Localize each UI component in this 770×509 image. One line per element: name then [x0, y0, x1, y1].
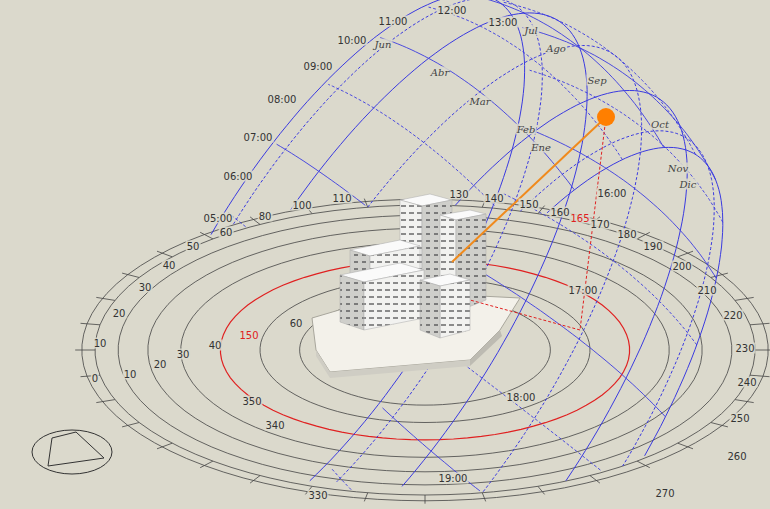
month-label: Mar	[469, 96, 492, 107]
angle-label: 270	[654, 488, 675, 499]
highlight-angle-label: 150	[238, 330, 259, 341]
angle-label: 200	[671, 261, 692, 272]
angle-label: 0	[91, 373, 99, 384]
angle-label: 170	[589, 219, 610, 230]
date-arc	[211, 0, 525, 481]
hour-line	[472, 266, 666, 417]
ground-ring	[82, 199, 768, 501]
angle-label: 60	[289, 318, 304, 329]
date-arc	[547, 147, 723, 455]
month-label: Abr	[430, 67, 450, 78]
angle-label: 40	[208, 340, 223, 351]
hour-line	[380, 38, 574, 190]
highlight-angle-label: 165	[569, 213, 590, 224]
angle-label: 10	[93, 338, 108, 349]
angle-label: 350	[241, 396, 262, 407]
date-arc	[233, 0, 542, 482]
angle-label: 20	[112, 308, 127, 319]
hour-label: 12:00	[437, 5, 468, 16]
angle-label: 110	[331, 193, 352, 204]
hour-label: 17:00	[568, 285, 599, 296]
angle-label: 100	[291, 200, 312, 211]
hour-line	[502, 2, 695, 155]
angle-label: 20	[153, 359, 168, 370]
angle-label: 80	[258, 211, 273, 222]
month-label: Sep	[586, 75, 607, 86]
hour-line	[429, 7, 623, 160]
angle-label: 230	[734, 343, 755, 354]
angle-label: 10	[123, 369, 138, 380]
hour-label: 05:00	[203, 213, 234, 224]
angle-label: 190	[642, 241, 663, 252]
compass-icon	[32, 430, 112, 474]
hour-label: 19:00	[438, 473, 469, 484]
angle-label: 50	[186, 241, 201, 252]
hour-line	[530, 70, 723, 222]
hour-label: 13:00	[488, 17, 519, 28]
month-label: Jun	[374, 39, 393, 50]
angle-label: 250	[729, 413, 750, 424]
angle-label: 180	[616, 229, 637, 240]
month-label: Oct	[650, 119, 670, 130]
month-label: Feb	[516, 124, 537, 135]
date-arc	[520, 131, 714, 466]
angle-label: 240	[736, 377, 757, 388]
angle-label: 220	[722, 310, 743, 321]
angle-label: 30	[176, 349, 191, 360]
hour-label: 06:00	[223, 171, 254, 182]
month-label: Ene	[530, 142, 552, 153]
hour-line	[523, 127, 716, 279]
sun-ray	[452, 108, 615, 330]
angle-label: 330	[307, 490, 328, 501]
azimuth-ticks	[75, 196, 770, 503]
hour-line	[331, 468, 352, 490]
hour-line	[328, 84, 494, 205]
angle-label: 210	[696, 285, 717, 296]
hour-line	[503, 194, 696, 345]
angle-label: 140	[483, 193, 504, 204]
hour-label: 18:00	[506, 392, 537, 403]
angle-label: 340	[264, 420, 285, 431]
hour-label: 09:00	[303, 61, 334, 72]
month-label: Jul	[523, 25, 539, 36]
month-label: Nov	[667, 163, 689, 174]
angle-label: 260	[726, 451, 747, 462]
hour-label: 16:00	[597, 188, 628, 199]
hour-label: 07:00	[243, 132, 274, 143]
hour-label: 11:00	[378, 16, 409, 27]
ground-ring	[260, 278, 590, 423]
hour-label: 10:00	[337, 35, 368, 46]
angle-label: 40	[162, 260, 177, 271]
building-model	[312, 194, 520, 378]
angle-label: 160	[549, 207, 570, 218]
date-arc	[291, 13, 587, 487]
hour-line	[277, 144, 366, 205]
angle-label: 150	[518, 199, 539, 210]
angle-label: 60	[219, 227, 234, 238]
month-label: Ago	[545, 43, 567, 54]
angle-label: 130	[448, 189, 469, 200]
hour-label: 08:00	[267, 94, 298, 105]
angle-label: 30	[138, 282, 153, 293]
hour-line	[523, 28, 716, 180]
hour-line	[470, 0, 664, 148]
hour-line	[383, 408, 480, 491]
month-label: Dic	[679, 179, 698, 190]
highlight-ring	[221, 260, 630, 440]
